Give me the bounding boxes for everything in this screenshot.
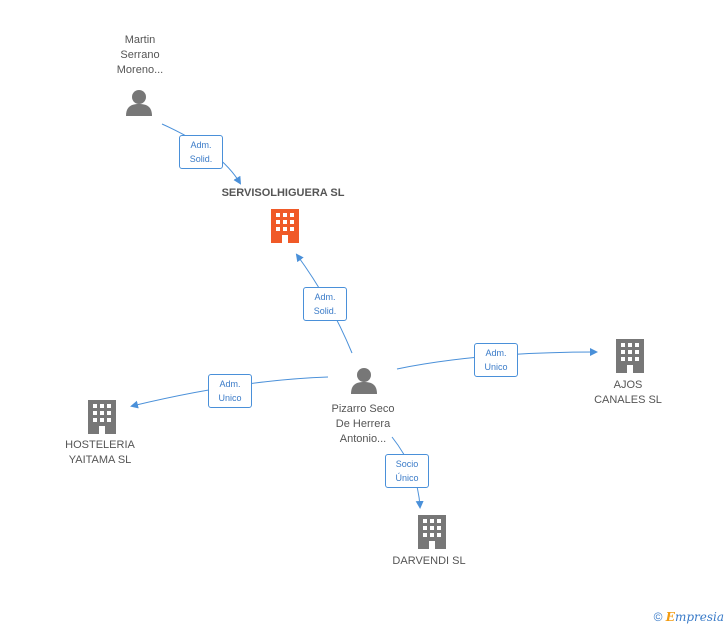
edge-label-pizarro-servisol: Adm. Solid.: [303, 287, 347, 321]
empresia-logo[interactable]: © Empresia: [654, 610, 724, 624]
brand-name: mpresia: [674, 610, 724, 624]
building-icon[interactable]: [269, 208, 301, 244]
building-icon[interactable]: [416, 514, 448, 550]
brand-initial: E: [665, 610, 675, 624]
company-label-ajos[interactable]: AJOS CANALES SL: [594, 379, 662, 406]
company-label-servisolhiguera[interactable]: SERVISOLHIGUERA SL: [221, 187, 345, 199]
edge-label-pizarro-darvendi: Socio Único: [385, 454, 429, 488]
copyright-symbol: ©: [653, 610, 663, 624]
edge-label-martin-servisol: Adm. Solid.: [179, 135, 223, 169]
company-label-hosteleria[interactable]: HOSTELERIA YAITAMA SL: [65, 439, 135, 466]
edge-label-pizarro-ajos: Adm. Unico: [474, 343, 518, 377]
building-icon[interactable]: [86, 399, 118, 435]
person-label-pizarro[interactable]: Pizarro Seco De Herrera Antonio...: [331, 403, 395, 445]
building-icon[interactable]: [614, 338, 646, 374]
person-label-martin[interactable]: Martin Serrano Moreno...: [116, 34, 164, 76]
edge-label-pizarro-hosteleria: Adm. Unico: [208, 374, 252, 408]
person-icon[interactable]: [349, 366, 379, 394]
person-icon[interactable]: [124, 88, 154, 116]
company-label-darvendi[interactable]: DARVENDI SL: [392, 555, 466, 567]
